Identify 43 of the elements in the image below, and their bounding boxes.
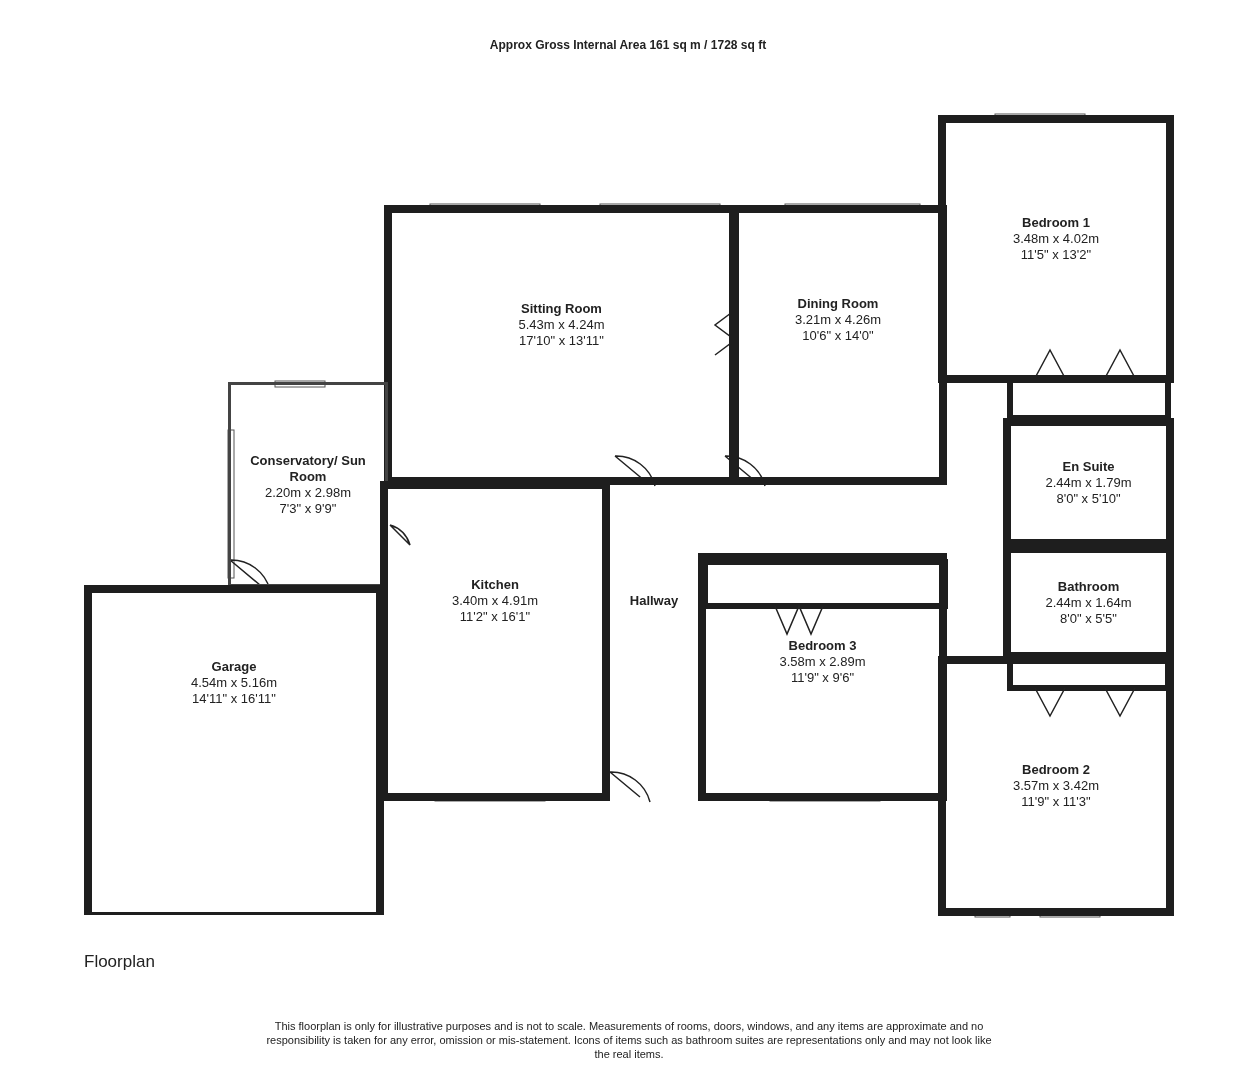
room-name: Bathroom [1057, 578, 1120, 595]
room-name: Dining Room [797, 296, 879, 312]
room-dimensions: 3.48m x 4.02m [1013, 231, 1099, 247]
room-name: Hallway [629, 593, 679, 609]
room-outline [698, 553, 947, 801]
room-outline [228, 382, 388, 587]
room-dimensions: 17'10" x 13'11" [519, 333, 604, 349]
room-dimensions: 11'2" x 16'1" [459, 609, 531, 625]
room-outline [380, 481, 610, 801]
room-dimensions: 8'0" x 5'5" [1060, 610, 1117, 627]
room-outline [938, 115, 1174, 383]
floorplan-label: Floorplan [84, 952, 155, 972]
room-name: Kitchen [471, 577, 519, 593]
room-name: Bedroom 3 [788, 638, 857, 654]
room-dimensions: 2.20m x 2.98m [265, 484, 351, 501]
room-outline [84, 585, 384, 915]
room-dimensions: 3.57m x 3.42m [1013, 778, 1099, 794]
room-outline [384, 205, 739, 485]
room-outline [938, 656, 1174, 916]
room-outline [729, 205, 947, 485]
room-dimensions: 3.40m x 4.91m [452, 593, 538, 609]
room-dimensions: 14'11" x 16'11" [192, 690, 276, 707]
room-name: Bedroom 1 [1022, 215, 1090, 231]
room-dimensions: 11'5" x 13'2" [1020, 247, 1092, 263]
floorplan-title: Approx Gross Internal Area 161 sq m / 1728 sq ft [488, 38, 768, 52]
room-dimensions: 2.44m x 1.64m [1045, 594, 1132, 611]
room-dimensions: 3.58m x 2.89m [779, 654, 866, 670]
room-dimensions: 5.43m x 4.24m [518, 317, 605, 333]
room-dimensions: 4.54m x 5.16m [191, 674, 277, 691]
disclaimer-text: This floorplan is only for illustrative purposes and is not to scale. Measurements of rooms, doors, windows, and any items are approximate and no responsibility is taken for any error, omission or mis-statement. Icons of items such as bathroom suites are representations only and may not look like the real items. [265, 1019, 993, 1061]
room-dimensions: 10'6" x 14'0" [802, 328, 874, 344]
room-outline [1003, 418, 1174, 547]
room-name: Conservatory/ Sun Room [249, 452, 367, 485]
room-dimensions: 7'3" x 9'9" [279, 500, 337, 517]
room-dimensions: 2.44m x 1.79m [1045, 474, 1132, 491]
room-dimensions: 8'0" x 5'10" [1056, 490, 1121, 507]
room-dimensions: 11'9" x 11'3" [1021, 794, 1091, 810]
room-name: Bedroom 2 [1022, 762, 1090, 778]
room-dimensions: 3.21m x 4.26m [795, 312, 881, 328]
room-name: Garage [211, 658, 257, 675]
room-name: En Suite [1062, 458, 1115, 475]
room-name: Sitting Room [521, 301, 602, 317]
room-dimensions: 11'9" x 9'6" [790, 670, 855, 686]
